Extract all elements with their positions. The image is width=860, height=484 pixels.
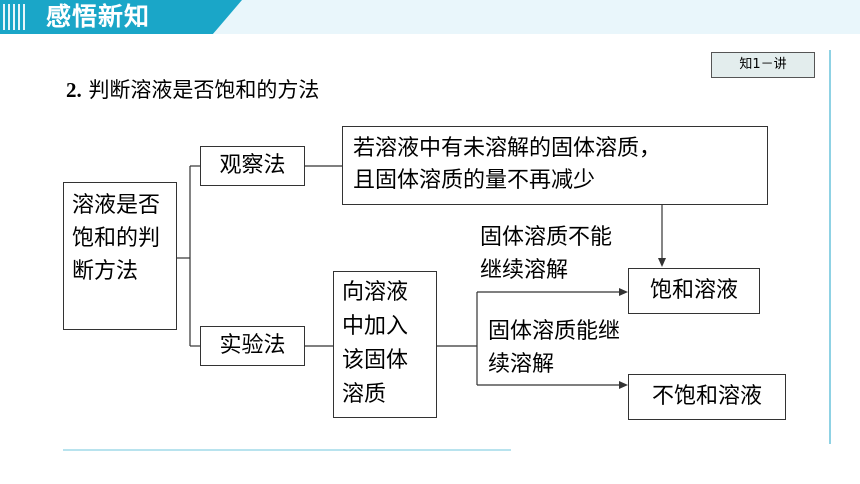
section-number: 2. <box>66 78 82 102</box>
root-box: 溶液是否饱和的判断方法 <box>63 182 177 330</box>
observe-description-box: 若溶液中有未溶解的固体溶质， 且固体溶质的量不再减少 <box>342 126 768 205</box>
lecture-badge: 知1－讲 <box>711 52 815 78</box>
unsaturated-solution-label: 不饱和溶液 <box>651 384 762 409</box>
header-tab <box>0 0 242 34</box>
header-stripes <box>3 4 35 30</box>
observe-method-box: 观察法 <box>200 146 305 186</box>
unsaturated-solution-box: 不饱和溶液 <box>628 374 786 420</box>
observe-method-label: 观察法 <box>219 153 286 178</box>
branch-can-dissolve: 固体溶质能继续溶解 <box>488 319 621 377</box>
branch-cannot-dissolve: 固体溶质不能继续溶解 <box>480 225 613 283</box>
saturated-solution-label: 饱和溶液 <box>649 278 738 303</box>
observe-description-line2: 且固体溶质的量不再减少 <box>353 168 596 193</box>
section-heading: 判断溶液是否饱和的方法 <box>88 78 320 102</box>
experiment-description-label: 向溶液中加入该固体溶质 <box>342 280 409 407</box>
header-background <box>214 0 860 34</box>
saturated-solution-box: 饱和溶液 <box>628 268 760 314</box>
header-title: 感悟新知 <box>46 2 151 31</box>
right-divider <box>829 50 831 444</box>
experiment-description-box: 向溶液中加入该固体溶质 <box>333 271 437 418</box>
root-label: 溶液是否饱和的判断方法 <box>72 193 161 284</box>
section-title: 2. 判断溶液是否饱和的方法 <box>66 74 319 106</box>
observe-description-line1: 若溶液中有未溶解的固体溶质， <box>353 136 662 161</box>
experiment-method-label: 实验法 <box>219 333 286 358</box>
bottom-divider <box>63 449 511 451</box>
experiment-method-box: 实验法 <box>200 326 305 366</box>
